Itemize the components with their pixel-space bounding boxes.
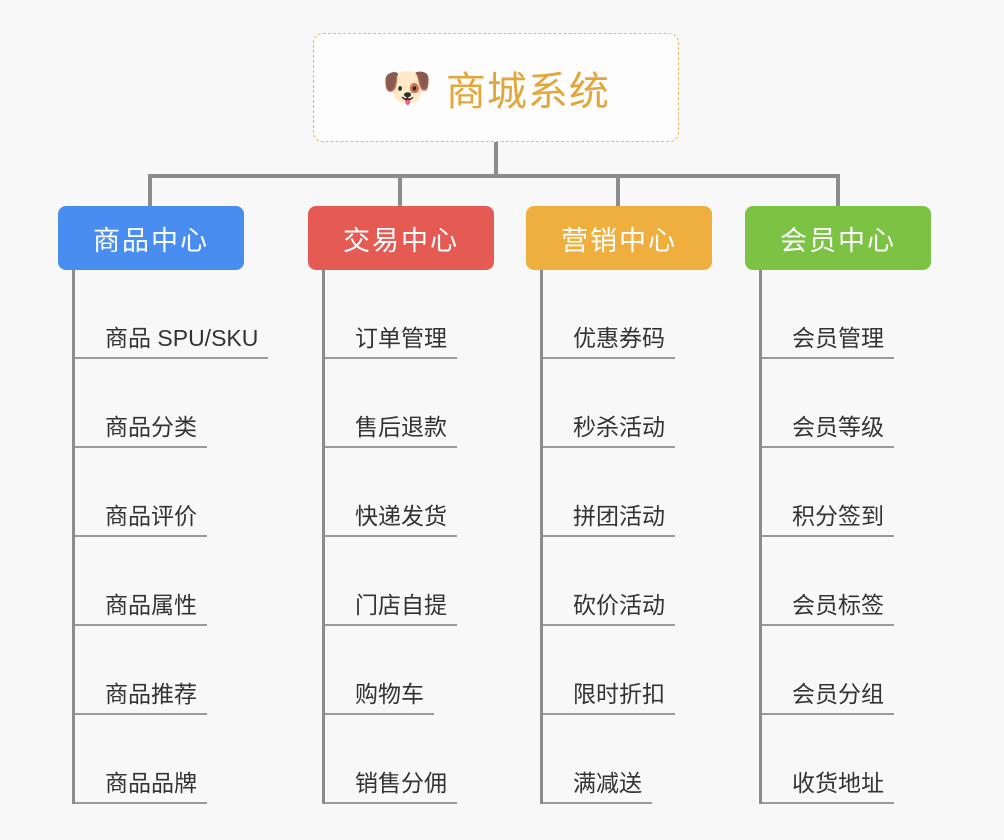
category-header-member[interactable]: 会员中心 [745, 206, 931, 270]
leaf-item[interactable]: 商品评价 [75, 448, 308, 537]
leaf-item-label: 拼团活动 [543, 503, 675, 537]
leaf-item-label: 销售分佣 [325, 770, 457, 804]
leaf-item-label: 商品 SPU/SKU [75, 325, 269, 359]
leaf-item[interactable]: 售后退款 [325, 359, 526, 448]
category-header-trade[interactable]: 交易中心 [308, 206, 494, 270]
leaf-item-label: 售后退款 [325, 414, 457, 448]
leaf-item-label: 订单管理 [325, 325, 457, 359]
leaf-item[interactable]: 限时折扣 [543, 626, 744, 715]
leaf-item[interactable]: 会员等级 [762, 359, 963, 448]
leaf-item[interactable]: 优惠券码 [543, 270, 744, 359]
root-title: 商城系统 [445, 69, 610, 114]
leaf-item-label: 商品评价 [75, 503, 207, 537]
category-header-label: 会员中心 [780, 225, 896, 256]
leaf-item[interactable]: 购物车 [325, 626, 526, 715]
shiba-dog-face-icon: 🐶 [382, 65, 432, 110]
connector-root-stem [494, 142, 498, 177]
leaf-item[interactable]: 满减送 [543, 715, 744, 804]
category-column-trade: 交易中心 订单管理 售后退款 快递发货 门店自提 购物车 销售分佣 [308, 206, 526, 804]
leaf-item-label: 商品品牌 [75, 770, 207, 804]
leaf-item-label: 会员等级 [762, 414, 894, 448]
leaf-item[interactable]: 拼团活动 [543, 448, 744, 537]
leaf-item[interactable]: 门店自提 [325, 537, 526, 626]
leaf-item-label: 会员分组 [762, 681, 894, 715]
category-header-label: 营销中心 [561, 225, 677, 256]
leaf-item-label: 门店自提 [325, 592, 457, 626]
leaf-item-label: 秒杀活动 [543, 414, 675, 448]
leaf-item-label: 商品分类 [75, 414, 207, 448]
leaf-item[interactable]: 积分签到 [762, 448, 963, 537]
leaf-item[interactable]: 商品属性 [75, 537, 308, 626]
leaf-item-label: 砍价活动 [543, 592, 675, 626]
leaf-item[interactable]: 销售分佣 [325, 715, 526, 804]
category-column-product: 商品中心 商品 SPU/SKU 商品分类 商品评价 商品属性 商品推荐 商品品牌 [58, 206, 308, 804]
leaf-item[interactable]: 商品 SPU/SKU [75, 270, 308, 359]
leaf-item-label: 商品属性 [75, 592, 207, 626]
connector-drop-2 [616, 174, 620, 210]
leaf-item-label: 收货地址 [762, 770, 894, 804]
connector-horizontal-bus [148, 174, 840, 178]
branch-product: 商品 SPU/SKU 商品分类 商品评价 商品属性 商品推荐 商品品牌 [72, 270, 308, 804]
leaf-item[interactable]: 快递发货 [325, 448, 526, 537]
branch-marketing: 优惠券码 秒杀活动 拼团活动 砍价活动 限时折扣 满减送 [540, 270, 744, 804]
connector-drop-0 [148, 174, 152, 210]
leaf-item[interactable]: 商品品牌 [75, 715, 308, 804]
leaf-item-label: 商品推荐 [75, 681, 207, 715]
leaf-item[interactable]: 秒杀活动 [543, 359, 744, 448]
category-column-member: 会员中心 会员管理 会员等级 积分签到 会员标签 会员分组 收货地址 [745, 206, 963, 804]
leaf-item[interactable]: 收货地址 [762, 715, 963, 804]
leaf-item-label: 购物车 [325, 681, 434, 715]
category-header-marketing[interactable]: 营销中心 [526, 206, 712, 270]
leaf-item-label: 会员管理 [762, 325, 894, 359]
leaf-item-label: 满减送 [543, 770, 652, 804]
leaf-item[interactable]: 会员管理 [762, 270, 963, 359]
leaf-item-label: 积分签到 [762, 503, 894, 537]
leaf-item[interactable]: 商品推荐 [75, 626, 308, 715]
leaf-item-label: 会员标签 [762, 592, 894, 626]
leaf-item[interactable]: 会员标签 [762, 537, 963, 626]
branch-member: 会员管理 会员等级 积分签到 会员标签 会员分组 收货地址 [759, 270, 963, 804]
leaf-item[interactable]: 订单管理 [325, 270, 526, 359]
category-header-label: 交易中心 [343, 225, 459, 256]
category-header-label: 商品中心 [93, 225, 209, 256]
leaf-item-label: 限时折扣 [543, 681, 675, 715]
leaf-item[interactable]: 砍价活动 [543, 537, 744, 626]
leaf-item-label: 快递发货 [325, 503, 457, 537]
connector-drop-1 [398, 174, 402, 210]
category-header-product[interactable]: 商品中心 [58, 206, 244, 270]
connector-drop-3 [836, 174, 840, 210]
leaf-item[interactable]: 商品分类 [75, 359, 308, 448]
category-column-marketing: 营销中心 优惠券码 秒杀活动 拼团活动 砍价活动 限时折扣 满减送 [526, 206, 744, 804]
root-node[interactable]: 🐶 商城系统 [313, 33, 679, 142]
leaf-item-label: 优惠券码 [543, 325, 675, 359]
leaf-item[interactable]: 会员分组 [762, 626, 963, 715]
branch-trade: 订单管理 售后退款 快递发货 门店自提 购物车 销售分佣 [322, 270, 526, 804]
